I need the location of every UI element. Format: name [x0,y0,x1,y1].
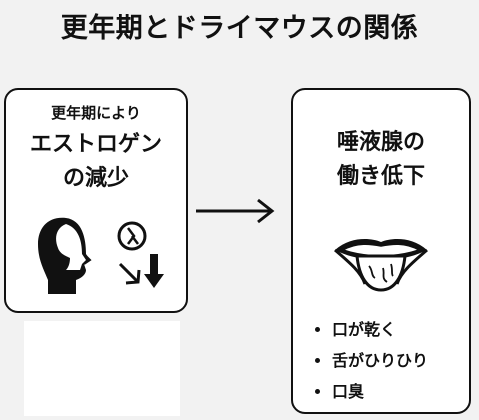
effect-line-1: 唾液腺の [336,130,425,155]
cause-box: 更年期により エストロゲン の減少 [4,88,188,313]
effect-box: 唾液腺の 働き低下 口が乾く 舌がひりひり 口臭 [291,88,471,414]
symptom-text: 口臭 [332,382,365,401]
blank-area [24,321,180,416]
decrease-arrow-icon [118,262,141,285]
down-arrow-icon [144,254,164,288]
mouth-tongue-icon [334,239,428,292]
symptom-list: 口が乾く 舌がひりひり 口臭 [315,314,428,407]
cause-line-2: の減少 [62,166,129,191]
symptom-text: 口が乾く [332,320,397,339]
symptom-item: 舌がひりひり [315,345,428,376]
bullet-icon [315,389,320,394]
right-arrow [196,198,275,224]
estrogen-symbol-icon [117,221,147,251]
cause-line-1: エストロゲン [29,132,162,157]
diagram-title: 更年期とドライマウスの関係 [60,13,419,44]
effect-line-2: 働き低下 [336,164,425,189]
symptom-item: 口が乾く [315,314,428,345]
woman-head-icon [38,217,92,294]
symptom-text: 舌がひりひり [332,351,429,370]
cause-subtitle: 更年期により [51,104,141,122]
bullet-icon [315,358,320,363]
bullet-icon [315,327,320,332]
symptom-item: 口臭 [315,376,428,407]
